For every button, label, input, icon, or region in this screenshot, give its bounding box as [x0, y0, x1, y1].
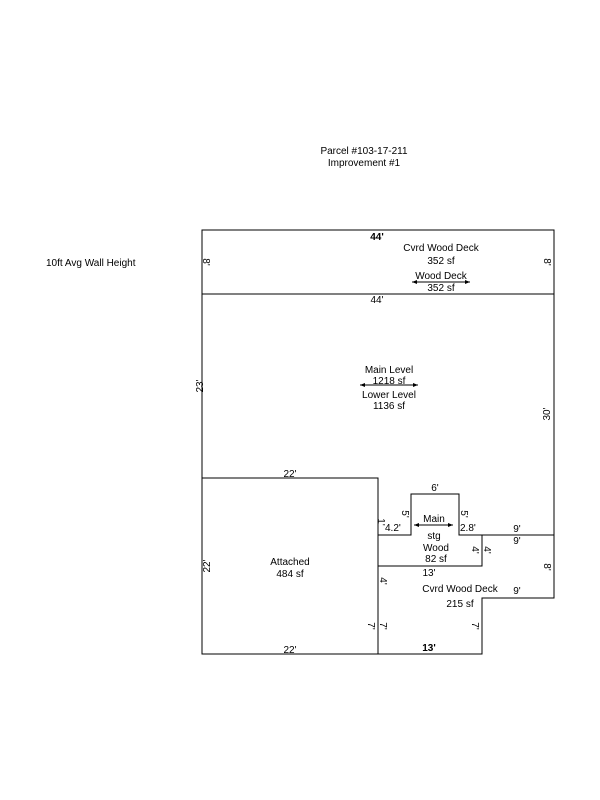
dim: 9': [513, 524, 521, 535]
dim: 7': [469, 622, 480, 630]
dim: 8': [541, 258, 552, 266]
lower-level-label: Lower Level: [362, 390, 416, 401]
dim: 8': [541, 563, 552, 571]
notch-outline: [378, 493, 554, 536]
dim: 4': [469, 546, 480, 554]
deck-top-label: Cvrd Wood Deck: [403, 243, 479, 254]
main-level-label: Main Level: [365, 365, 413, 376]
outlines: [201, 229, 555, 655]
dim: 9': [513, 536, 521, 547]
dim: 2.8': [460, 523, 476, 534]
arrows: [360, 280, 470, 527]
main-level-area: 1218 sf: [373, 376, 406, 387]
title-line2: Improvement #1: [328, 158, 401, 169]
wood-deck-area: 352 sf: [427, 283, 454, 294]
dim: 5': [458, 510, 469, 518]
title-line1: Parcel #103-17-211: [320, 146, 408, 157]
dim: 22': [283, 645, 296, 656]
dim: 13': [422, 568, 435, 579]
wall-height-note: 10ft Avg Wall Height: [46, 258, 136, 269]
dim: 4.2': [385, 523, 401, 534]
dim: 7': [365, 622, 376, 630]
stg-main-label: Main: [423, 514, 445, 525]
attached-label: Attached: [270, 557, 309, 568]
dim: 8': [200, 258, 211, 266]
deck-bottom-label: Cvrd Wood Deck: [422, 584, 498, 595]
dim: 23': [195, 379, 206, 392]
dim: 5': [399, 510, 410, 518]
dim: 4': [481, 546, 492, 554]
dim: 30': [542, 407, 553, 420]
main-right-wall: [378, 294, 555, 655]
wood-deck-label: Wood Deck: [415, 271, 468, 282]
dim: 13': [422, 643, 436, 654]
dim: 9': [513, 586, 521, 597]
wood-stg-outline: [378, 535, 483, 567]
deck-bottom-area: 215 sf: [446, 599, 473, 610]
stg-label: stg: [427, 531, 440, 542]
lower-level-area: 1136 sf: [373, 401, 405, 412]
deck-top-area: 352 sf: [427, 256, 454, 267]
dim: 6': [431, 483, 439, 494]
dim: 1': [375, 518, 386, 526]
dim: 44': [370, 295, 383, 306]
stg-area: 82 sf: [425, 554, 447, 565]
dim: 44': [370, 232, 384, 243]
attached-area: 484 sf: [276, 569, 303, 580]
dim: 22': [202, 559, 213, 572]
stg-wood-label: Wood: [423, 543, 449, 554]
dim: 22': [283, 469, 296, 480]
deck-top-outline: [201, 229, 555, 295]
dim: 4': [377, 577, 388, 585]
dim: 7': [377, 622, 388, 630]
